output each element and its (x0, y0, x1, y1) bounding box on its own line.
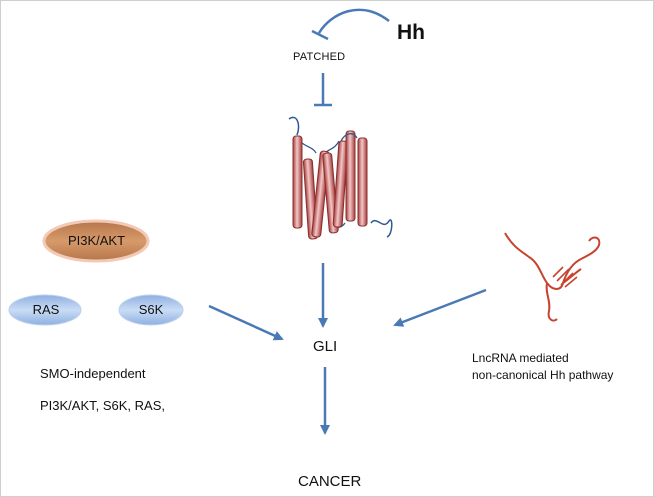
lncrna-strand (504, 232, 601, 322)
smo-receptor (288, 116, 393, 240)
pi3k-akt-label: PI3K/AKT (67, 233, 126, 248)
ras-label: RAS (32, 302, 60, 317)
hh-inhibition-bar (311, 29, 329, 41)
kinases-to-gli-arrow (208, 304, 284, 341)
lncrna-to-gli-arrow (393, 288, 487, 327)
smo-independent-title: SMO-independent (40, 366, 146, 381)
s6k-label: S6K (138, 302, 164, 317)
gli-label: GLI (313, 338, 338, 355)
lncrna-label-line2: non-canonical Hh pathway (472, 368, 614, 382)
patched-label: PATCHED (293, 51, 346, 63)
s6k-node (118, 294, 184, 326)
smo-independent-list: PI3K/AKT, S6K, RAS, (40, 398, 165, 413)
hh-inhibition-curve (317, 8, 390, 34)
ras-node (8, 294, 82, 326)
pi3k-akt-node (42, 219, 150, 263)
cancer-label: CANCER (298, 473, 362, 490)
lncrna-label-line1: LncRNA mediated (472, 351, 569, 365)
hh-label: Hh (397, 21, 425, 44)
